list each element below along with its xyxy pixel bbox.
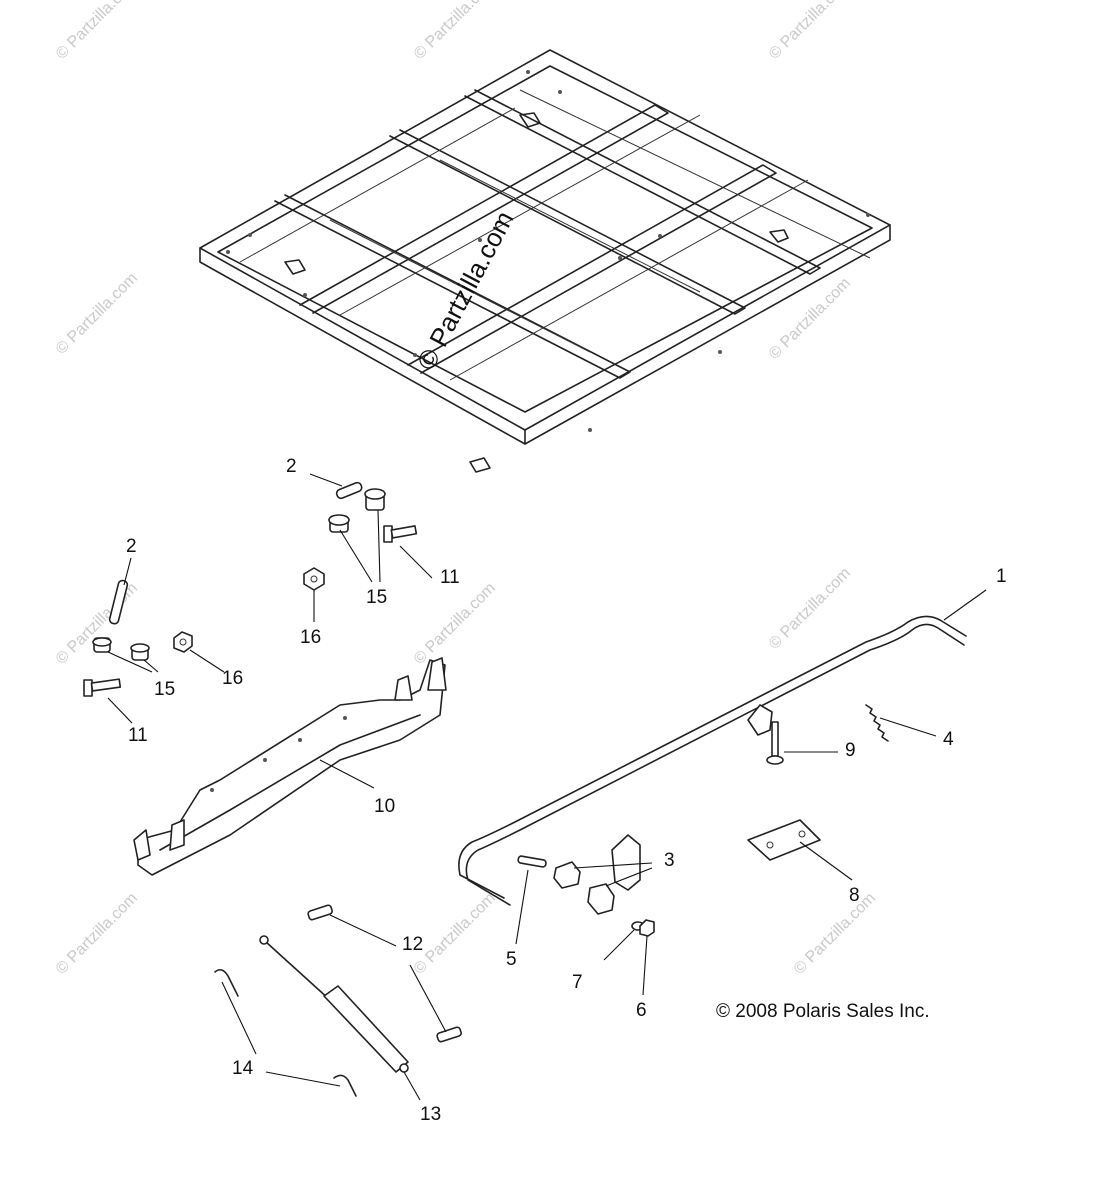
gas-strut <box>259 935 409 1073</box>
latch-clips <box>553 861 615 915</box>
callout-9: 9 <box>845 740 856 761</box>
pin-left <box>108 579 129 625</box>
leader-lines <box>107 473 987 1101</box>
callout-2: 2 <box>286 456 297 477</box>
callout-8: 8 <box>849 885 860 906</box>
plate <box>747 819 821 861</box>
bushings-upper <box>328 488 386 533</box>
callouts: 1 2 2 3 4 5 6 7 8 9 10 11 11 12 13 14 15… <box>126 456 1007 1125</box>
watermark: © Partzilla.com <box>411 580 499 668</box>
support-arm <box>133 657 447 876</box>
watermark: © Partzilla.com <box>53 580 141 668</box>
callout-13: 13 <box>420 1104 441 1125</box>
bolt-upper <box>383 525 418 543</box>
spring <box>865 704 889 742</box>
watermark: © Partzilla.com <box>53 0 141 63</box>
watermark: © Partzilla.com <box>766 565 854 653</box>
callout-12: 12 <box>402 934 423 955</box>
callout-11: 11 <box>440 567 460 588</box>
pin-upper <box>335 481 363 500</box>
callout-15: 15 <box>154 679 175 700</box>
callout-16: 16 <box>300 627 321 648</box>
callout-10: 10 <box>374 796 395 817</box>
hairpin-clips <box>214 968 357 1097</box>
nut-6 <box>639 919 655 937</box>
rivet <box>766 721 784 765</box>
pin-5 <box>517 855 547 868</box>
watermark: © Partzilla.com <box>791 890 879 978</box>
copyright-notice: © 2008 Polaris Sales Inc. <box>716 1001 930 1022</box>
watermark: © Partzilla.com <box>53 890 141 978</box>
callout-3: 3 <box>664 850 675 871</box>
nut-upper <box>303 567 325 591</box>
callout-11: 11 <box>128 725 148 746</box>
center-watermark: © Partzilla.com <box>411 206 520 375</box>
latch-rod <box>458 615 967 906</box>
nut-left <box>173 631 193 653</box>
bolt-left <box>83 678 122 697</box>
callout-4: 4 <box>943 729 954 750</box>
watermark: © Partzilla.com <box>411 0 499 63</box>
callout-14: 14 <box>232 1058 254 1079</box>
callout-1: 1 <box>996 566 1007 587</box>
callout-16: 16 <box>222 668 243 689</box>
callout-6: 6 <box>636 1000 647 1021</box>
cargo-box-frame <box>199 49 891 473</box>
callout-5: 5 <box>506 949 517 970</box>
watermark: © Partzilla.com <box>53 270 141 358</box>
bushings-left <box>92 637 150 661</box>
callout-7: 7 <box>572 972 583 993</box>
callout-15: 15 <box>366 587 387 608</box>
watermark: © Partzilla.com <box>411 890 499 978</box>
callout-2: 2 <box>126 536 137 557</box>
pins-12 <box>307 904 462 1043</box>
watermark: © Partzilla.com <box>766 0 854 63</box>
